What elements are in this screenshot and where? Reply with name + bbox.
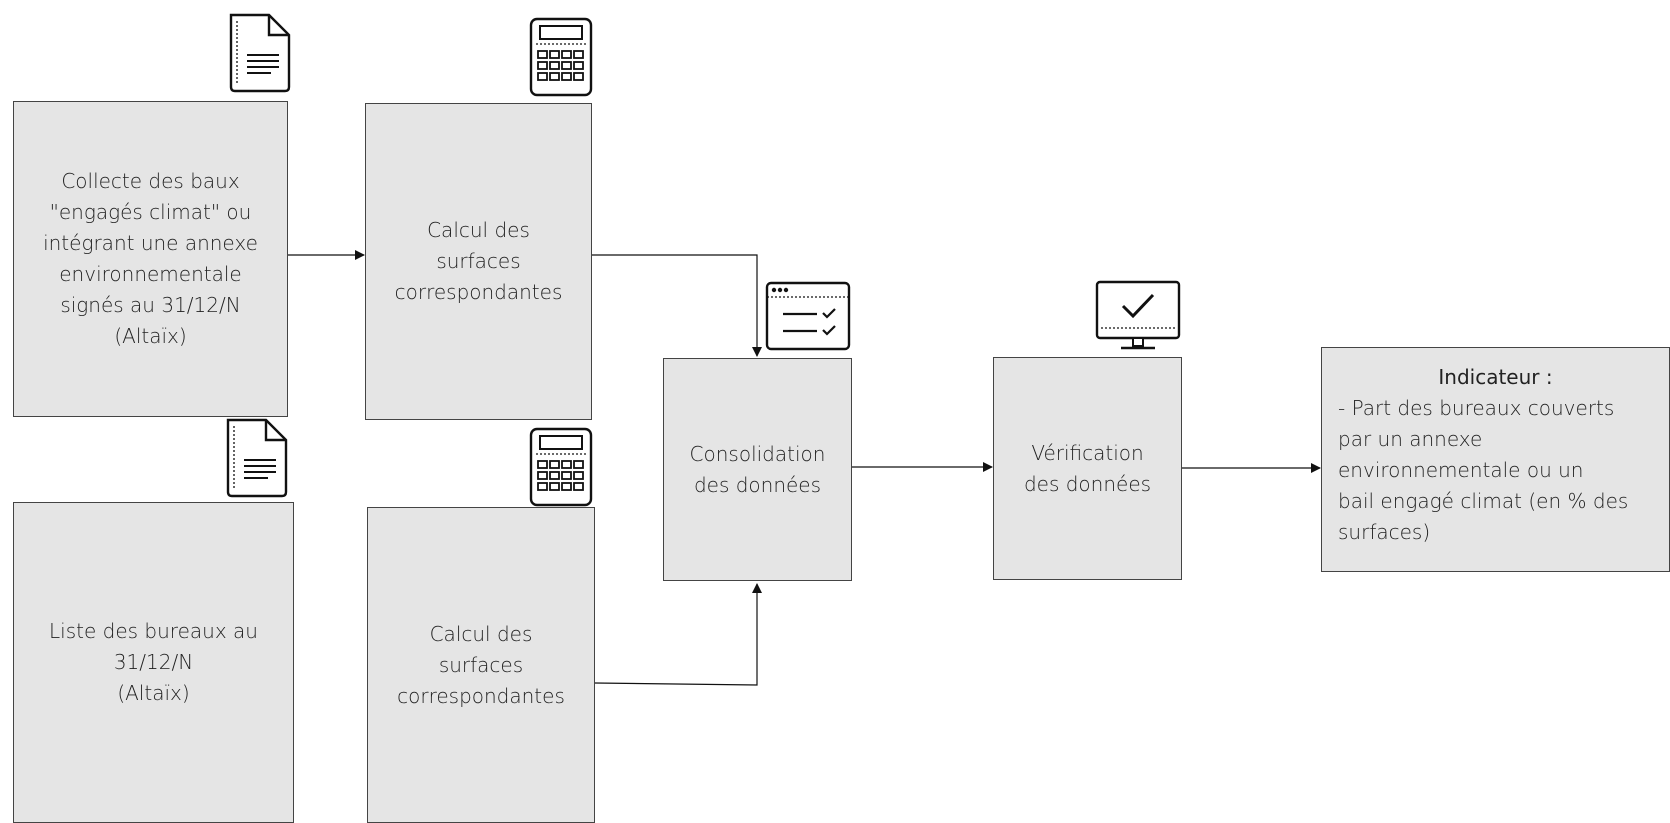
office-list-box: Liste des bureaux au 31/12/N (Altaïx) <box>13 502 294 823</box>
checklist-window-icon <box>765 281 851 351</box>
calc-surfaces-top-box: Calcul des surfaces correspondantes <box>365 103 592 420</box>
calc-surfaces-bottom-box: Calcul des surfaces correspondantes <box>367 507 595 823</box>
indicator-box: Indicateur : - Part des bureaux couverts… <box>1321 347 1670 572</box>
monitor-check-icon <box>1095 280 1181 350</box>
consolidation-label: Consolidation des données <box>689 441 826 497</box>
document-icon <box>226 418 288 498</box>
collect-leases-label: Collecte des baux "engagés climat" ou in… <box>43 169 258 348</box>
arrow-calc-top-to-consolidation <box>592 254 762 357</box>
calculator-icon <box>529 17 593 97</box>
collect-leases-box: Collecte des baux "engagés climat" ou in… <box>13 101 288 417</box>
calc-surfaces-top-label: Calcul des surfaces correspondantes <box>394 218 563 304</box>
indicator-title-suffix: : <box>1539 365 1553 389</box>
indicator-description: - Part des bureaux couverts par un annex… <box>1338 396 1629 544</box>
document-icon <box>229 13 291 93</box>
office-list-label: Liste des bureaux au 31/12/N (Altaïx) <box>49 619 258 705</box>
calc-surfaces-bottom-label: Calcul des surfaces correspondantes <box>397 621 565 708</box>
indicator-title: Indicateur : <box>1338 362 1653 393</box>
calculator-icon <box>529 427 593 507</box>
verification-label: Vérification des données <box>1023 440 1152 496</box>
verification-box: Vérification des données <box>993 357 1182 580</box>
indicator-title-text: Indicateur <box>1438 365 1540 389</box>
consolidation-box: Consolidation des données <box>663 358 852 581</box>
arrow-calc-bottom-to-consolidation <box>594 583 762 686</box>
